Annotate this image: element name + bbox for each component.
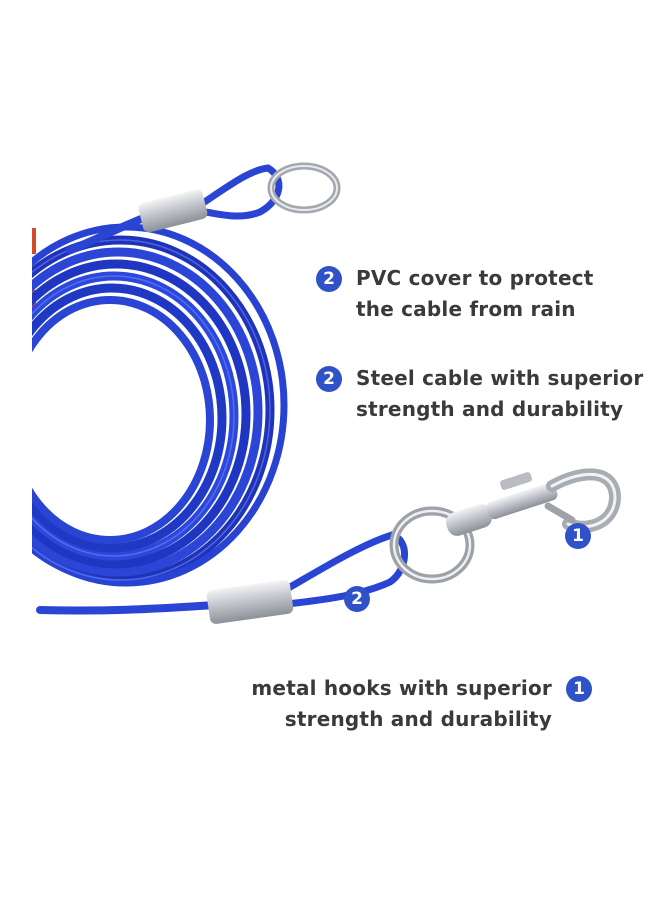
feature-metal-hooks: metal hooks with superior strength and d… [251,676,592,735]
numbered-badge-icon: 2 [316,266,342,292]
feature-pvc-cover: 2 PVC cover to protect the cable from ra… [316,266,594,325]
feature-text: Steel cable with superior strength and d… [356,363,643,425]
cable-loop-callout-badge: 2 [344,586,370,612]
snap-hook-icon [446,468,622,536]
numbered-badge-icon: 1 [566,676,592,702]
bottom-cable-end [36,468,622,624]
feature-steel-cable: 2 Steel cable with superior strength and… [316,366,643,425]
cable-coil [0,150,288,670]
feature-text: PVC cover to protect the cable from rain [356,263,594,325]
swivel-ring-icon [389,506,475,584]
numbered-badge-icon: 2 [316,366,342,392]
top-cable-end [66,162,341,254]
feature-line: strength and durability [356,397,624,421]
hook-callout-badge: 1 [565,523,591,549]
feature-line: metal hooks with superior [251,676,552,700]
feature-line: Steel cable with superior [356,366,644,390]
crimp-sleeve-icon [206,580,294,624]
swivel-ring-icon [267,162,341,214]
feature-line: strength and durability [284,707,552,731]
crimp-sleeve-icon [138,189,208,233]
feature-line: PVC cover to protect [356,266,594,290]
feature-text: metal hooks with superior strength and d… [251,673,552,735]
feature-line: the cable from rain [356,297,576,321]
